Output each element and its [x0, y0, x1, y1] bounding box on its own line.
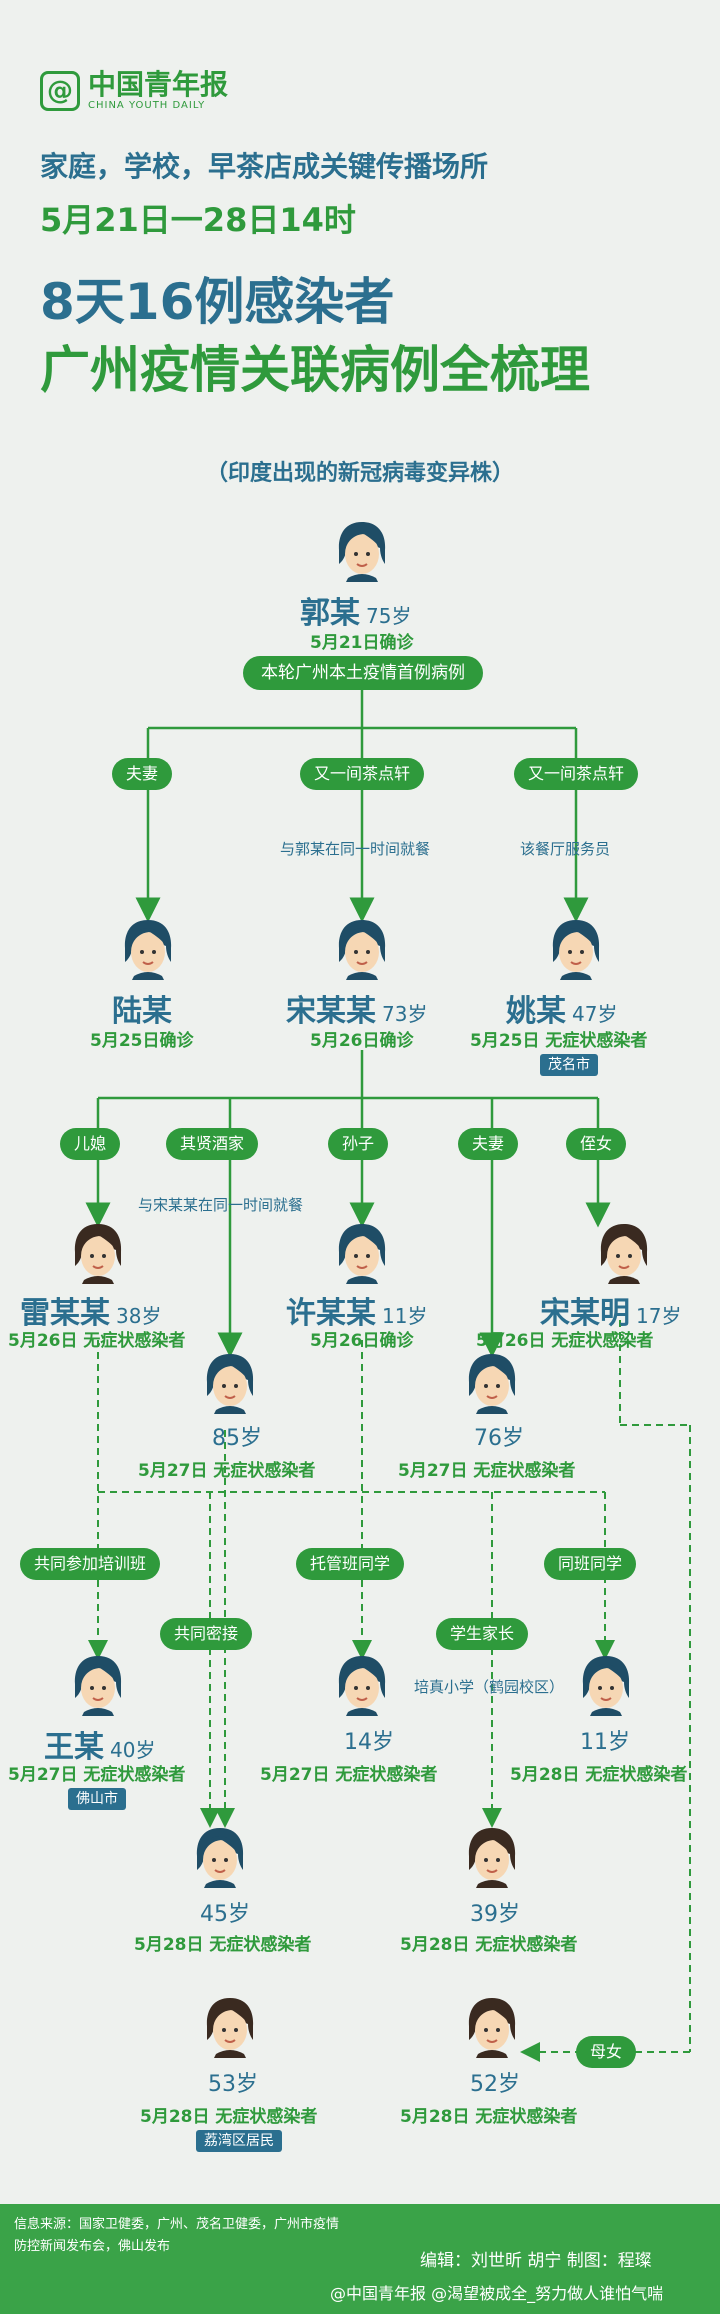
case-age: 11岁	[382, 1304, 428, 1328]
logo-en: CHINA YOUTH DAILY	[88, 100, 206, 111]
avatar-root	[334, 520, 390, 582]
avatar	[334, 918, 390, 980]
relation-note: 与宋某某在同一时间就餐	[138, 1196, 304, 1214]
case-status: 5月26日 无症状感染者	[476, 1331, 654, 1351]
case-name-text: 宋某某	[286, 994, 376, 1029]
case-name-text: 雷某某	[20, 1296, 110, 1331]
case-status: 5月26日 无症状感染者	[8, 1331, 186, 1351]
location-tag: 荔湾区居民	[196, 2130, 282, 2152]
relation-pill: 侄女	[566, 1128, 627, 1160]
avatar	[70, 1222, 126, 1284]
case-status: 5月28日 无症状感染者	[510, 1765, 688, 1785]
case-age: 14岁	[344, 1730, 394, 1755]
relation-pill: 儿媳	[60, 1128, 121, 1160]
relation-pill: 托管班同学	[296, 1548, 405, 1580]
avatar	[578, 1654, 634, 1716]
footer-bar	[0, 2204, 720, 2314]
avatar	[464, 1826, 520, 1888]
avatar	[464, 1996, 520, 2058]
avatar	[548, 918, 604, 980]
avatar	[202, 1352, 258, 1414]
headline-1: 家庭，学校，早茶店成关键传播场所	[40, 150, 489, 183]
root-label-pill: 本轮广州本土疫情首例病例	[243, 656, 483, 690]
avatar	[464, 1352, 520, 1414]
case-age: 53岁	[208, 2072, 258, 2097]
case-name-text: 宋某明	[540, 1296, 630, 1331]
relation-pill: 共同参加培训班	[20, 1548, 161, 1580]
case-age: 38岁	[116, 1304, 162, 1328]
logo-cn: 中国青年报	[88, 68, 229, 101]
relation-pill: 学生家长	[436, 1618, 529, 1650]
footer-watermark: @中国青年报 @渴望被成全_努力做人谁怕气喘	[330, 2284, 664, 2303]
case-age: 76岁	[474, 1426, 524, 1451]
relation-pill: 又一间茶点轩	[300, 758, 425, 790]
logo: @ 中国青年报 CHINA YOUTH DAILY	[40, 70, 228, 111]
relation-note: 与郭某在同一时间就餐	[280, 840, 431, 858]
case-age: 73岁	[382, 1002, 428, 1026]
relation-pill: 孙子	[328, 1128, 389, 1160]
case-status: 5月27日 无症状感染者	[260, 1765, 438, 1785]
avatar	[120, 918, 176, 980]
logo-at-icon: @	[40, 70, 80, 111]
case-status: 5月27日 无症状感染者	[8, 1765, 186, 1785]
case-age: 47岁	[572, 1002, 618, 1026]
avatar	[334, 1222, 390, 1284]
avatar	[596, 1222, 652, 1284]
avatar	[192, 1826, 248, 1888]
case-status: 5月25日确诊	[90, 1031, 194, 1051]
footer-source: 信息来源：国家卫健委，广州、茂名卫健委，广州市疫情防控新闻发布会，佛山发布	[14, 2217, 340, 2254]
relation-pill: 其贤酒家	[166, 1128, 259, 1160]
relation-pill: 夫妻	[458, 1128, 519, 1160]
footer-credits: 编辑：刘世昕 胡宁 制图：程璨	[420, 2251, 652, 2271]
case-age: 45岁	[200, 1902, 250, 1927]
subtitle: （印度出现的新冠病毒变异株）	[205, 461, 514, 486]
case-name: 陆某	[112, 986, 172, 1030]
case-status: 5月27日 无症状感染者	[398, 1461, 576, 1481]
case-name-text: 陆某	[112, 994, 172, 1029]
case-status: 5月25日 无症状感染者	[470, 1031, 648, 1051]
root-status: 5月21日确诊	[310, 633, 414, 653]
headline-2: 5月21日一28日14时	[40, 201, 356, 239]
connector-lines	[85, 690, 691, 2062]
headline-3: 8天16例感染者	[40, 273, 395, 331]
case-age: 40岁	[110, 1738, 156, 1762]
case-status: 5月28日 无症状感染者	[134, 1935, 312, 1955]
case-age: 11岁	[580, 1730, 630, 1755]
headline-4: 广州疫情关联病例全梳理	[40, 341, 590, 399]
relation-pill: 母女	[576, 2036, 637, 2068]
case-name-text: 许某某	[286, 1296, 376, 1331]
relation-note: 该餐厅服务员	[520, 840, 611, 858]
avatar	[70, 1654, 126, 1716]
case-status: 5月26日确诊	[310, 1331, 414, 1351]
relation-note: 培真小学（鹤园校区）	[414, 1678, 565, 1696]
case-status: 5月26日确诊	[310, 1031, 414, 1051]
case-age: 85岁	[212, 1426, 262, 1451]
case-status: 5月28日 无症状感染者	[140, 2107, 318, 2127]
case-status: 5月27日 无症状感染者	[138, 1461, 316, 1481]
case-age: 39岁	[470, 1902, 520, 1927]
avatar	[334, 1654, 390, 1716]
root-name: 郭某	[300, 596, 360, 631]
relation-pill: 又一间茶点轩	[514, 758, 639, 790]
root-age: 75岁	[366, 604, 412, 628]
case-age: 52岁	[470, 2072, 520, 2097]
case-name-text: 姚某	[506, 994, 566, 1029]
avatar	[202, 1996, 258, 2058]
case-name-text: 王某	[44, 1730, 104, 1765]
case-age: 17岁	[636, 1304, 682, 1328]
relation-pill: 夫妻	[112, 758, 173, 790]
relation-pill: 同班同学	[544, 1548, 637, 1580]
location-tag: 佛山市	[68, 1788, 126, 1810]
case-status: 5月28日 无症状感染者	[400, 1935, 578, 1955]
location-tag: 茂名市	[540, 1054, 598, 1076]
relation-pill: 共同密接	[160, 1618, 253, 1650]
case-status: 5月28日 无症状感染者	[400, 2107, 578, 2127]
